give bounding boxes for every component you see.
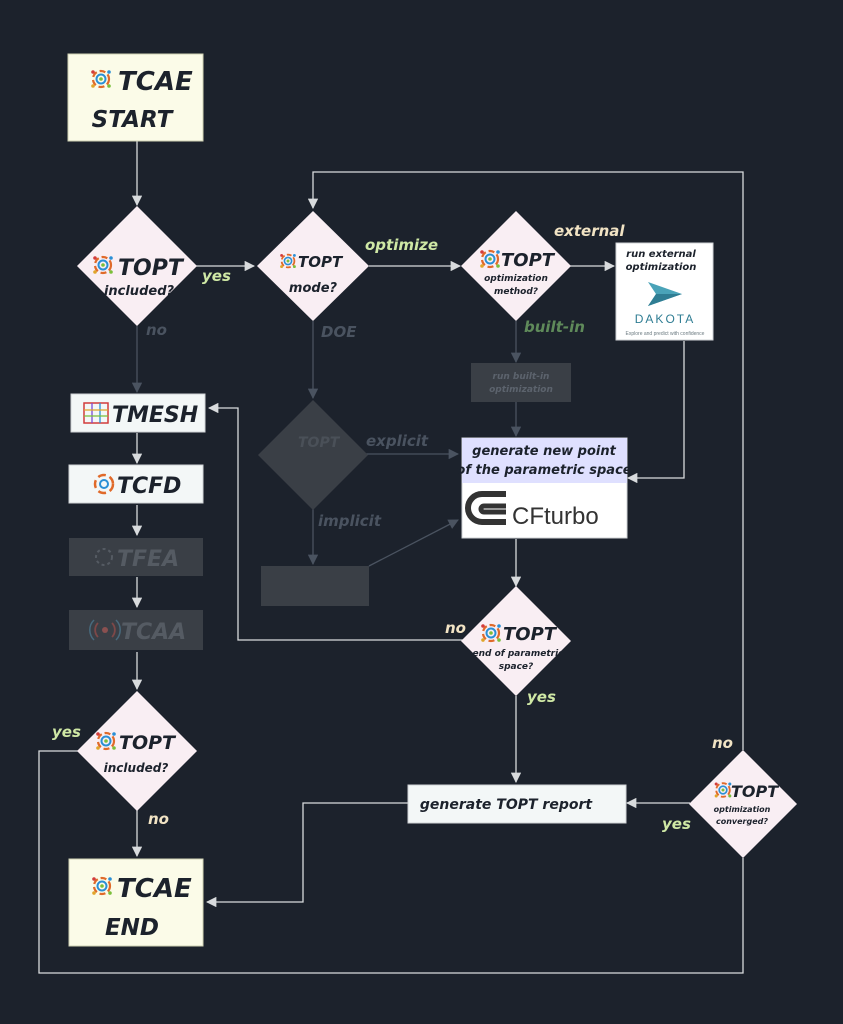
start-title: TCAE <box>118 67 193 97</box>
label-optimize: optimize <box>365 236 438 254</box>
start-subtitle: START <box>92 107 175 133</box>
cfturbo-logo-text: CFturbo <box>512 503 599 530</box>
start-node: TCAE START <box>67 53 204 142</box>
edge-external-to-gen <box>626 341 685 484</box>
process-generate-point: generate new point of the parametric spa… <box>456 437 632 539</box>
end-subtitle: END <box>105 915 159 941</box>
process-label: generate TOPT report <box>420 797 593 813</box>
process-label-line1: run built-in <box>493 372 550 382</box>
decision-brand: TOPT <box>503 624 558 645</box>
edge-labels: yes no optimize external built-in DOE ex… <box>52 222 733 833</box>
label-no-included-bottom: no <box>148 810 169 828</box>
label-yes-end-param: yes <box>527 688 556 706</box>
label-builtin: built-in <box>524 318 585 336</box>
decision-question: mode? <box>289 281 338 296</box>
process-label: TCFD <box>117 474 181 499</box>
process-tfea: TFEA <box>69 538 203 576</box>
label-yes: yes <box>202 267 231 285</box>
decision-brand: TOPT <box>501 250 556 271</box>
decision-brand: TOPT <box>119 732 177 754</box>
edge-doe-box-to-gen <box>368 519 459 567</box>
label-doe: DOE <box>321 323 357 341</box>
connectors <box>38 141 744 974</box>
edge-converged-no <box>307 171 744 750</box>
label-explicit: explicit <box>366 432 429 450</box>
process-label-line2: of the parametric space <box>456 463 631 478</box>
edge-end-param-no <box>207 402 463 641</box>
decision-question-line2: converged? <box>716 817 768 826</box>
cfturbo-logo-icon <box>465 491 506 525</box>
label-implicit: implicit <box>318 512 382 530</box>
decision-question-line1: optimization <box>714 805 771 814</box>
process-label-line2: optimization <box>626 262 697 273</box>
edge-included-bottom-yes <box>38 750 744 974</box>
process-tcaa: TCAA <box>69 610 203 650</box>
decision-brand: TOPT <box>298 253 344 271</box>
label-no: no <box>146 321 167 339</box>
end-node: TCAE END <box>68 858 204 947</box>
decision-question: included? <box>104 761 169 775</box>
decision-topt-doe: TOPT <box>258 400 368 510</box>
decision-brand: TOPT <box>731 782 779 801</box>
tmesh-logo-icon <box>83 402 109 424</box>
tcaa-logo-icon <box>89 619 121 641</box>
label-no-converged: no <box>712 734 733 752</box>
decision-question-line2: space? <box>499 662 534 672</box>
process-label: TMESH <box>112 403 198 428</box>
process-label-line1: generate new point <box>472 444 616 459</box>
process-run-external: run external optimization DAKOTA Explore… <box>615 242 714 341</box>
process-label-line2: optimization <box>489 385 553 395</box>
decision-converged: TOPT optimization converged? <box>689 750 797 858</box>
decision-brand: TOPT <box>298 435 341 451</box>
decision-end-parametric: TOPT end of parametric space? <box>461 586 571 696</box>
process-tcfd: TCFD <box>68 464 204 504</box>
decision-question-line1: optimization <box>484 274 548 284</box>
decision-question: included? <box>104 284 175 299</box>
decision-topt-mode: TOPT mode? <box>257 211 369 321</box>
process-label: TFEA <box>117 547 179 572</box>
tfea-logo-icon <box>95 548 113 566</box>
label-external: external <box>554 222 625 240</box>
process-report: generate TOPT report <box>407 784 627 824</box>
label-yes-converged: yes <box>662 815 691 833</box>
decision-question-line2: method? <box>494 287 538 297</box>
process-tmesh: TMESH <box>70 393 206 433</box>
process-doe-run <box>261 566 369 606</box>
tcfd-logo-icon <box>93 473 115 495</box>
process-run-builtin: run built-in optimization <box>471 363 571 402</box>
label-no-end-param: no <box>445 619 466 637</box>
edge-report-to-end <box>205 802 408 908</box>
dakota-logo-icon <box>648 282 682 306</box>
process-label: TCAA <box>121 620 186 645</box>
process-label-line1: run external <box>626 249 696 260</box>
dakota-logo-text: DAKOTA <box>635 312 695 326</box>
decision-topt-included-bottom: TOPT included? <box>77 691 197 811</box>
decision-topt-method: TOPT optimization method? <box>461 211 571 321</box>
decision-brand: TOPT <box>118 256 185 281</box>
decision-topt-included-top: TOPT included? <box>77 206 197 326</box>
end-title: TCAE <box>117 874 192 904</box>
dakota-tagline: Explore and predict with confidence <box>626 331 705 337</box>
label-yes-included-bottom: yes <box>52 723 81 741</box>
decision-question-line1: end of parametric <box>473 649 565 659</box>
